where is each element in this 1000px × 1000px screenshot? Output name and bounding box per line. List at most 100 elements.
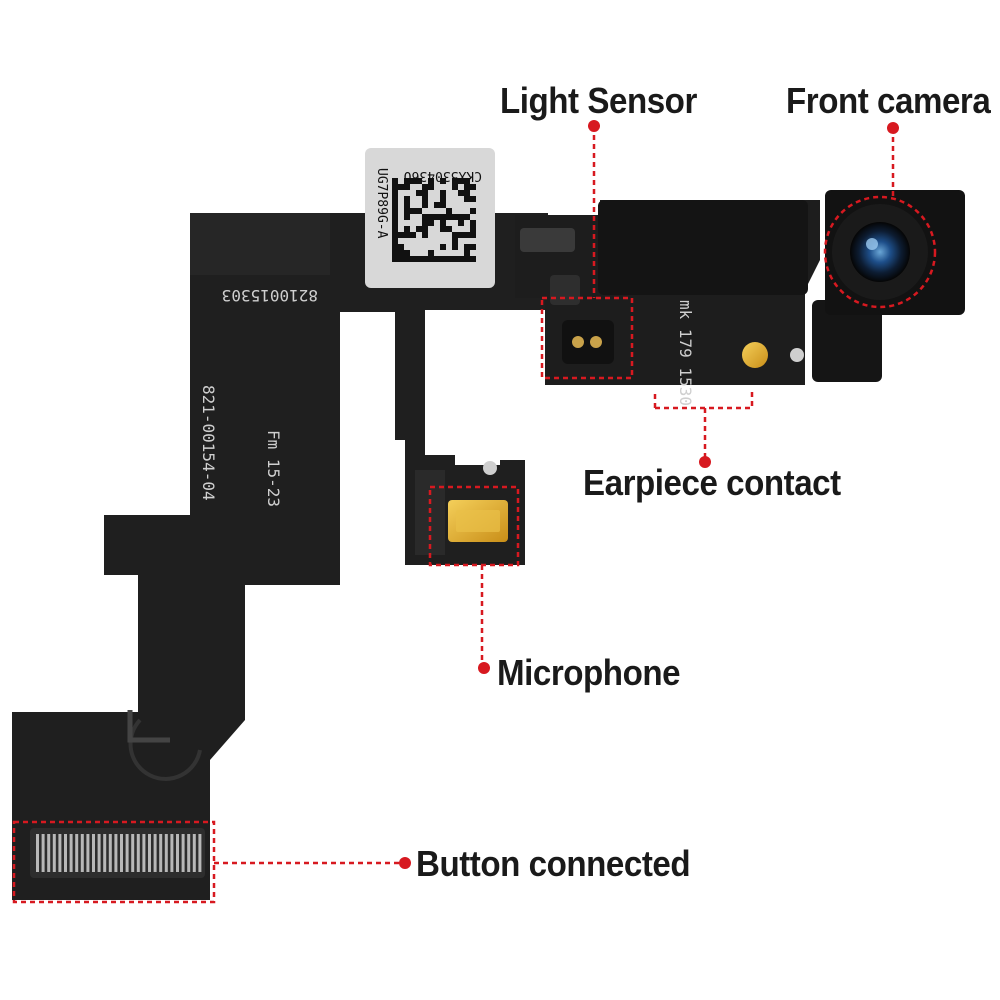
earpiece-contact-pad bbox=[742, 342, 768, 368]
datamatrix-cell bbox=[392, 256, 398, 262]
datamatrix-cell bbox=[392, 214, 398, 220]
datamatrix-cell bbox=[458, 178, 464, 184]
datamatrix-cell bbox=[398, 244, 404, 250]
datamatrix-cell bbox=[392, 190, 398, 196]
pcb-marking-date: Fm 15-23 bbox=[264, 430, 283, 507]
button-connected-label: Button connected bbox=[416, 843, 691, 884]
datamatrix-cell bbox=[392, 208, 398, 214]
datamatrix-cell bbox=[446, 214, 452, 220]
datamatrix-cell bbox=[392, 238, 398, 244]
microphone-leader bbox=[480, 565, 484, 667]
datamatrix-cell bbox=[428, 214, 434, 220]
datamatrix-cell bbox=[404, 232, 410, 238]
light-sensor-box bbox=[540, 296, 634, 380]
datamatrix-cell bbox=[470, 184, 476, 190]
datamatrix-cell bbox=[404, 250, 410, 256]
earpiece-bracket bbox=[653, 390, 754, 410]
datamatrix-cell bbox=[422, 256, 428, 262]
connector-pin bbox=[103, 834, 107, 872]
connector-pin bbox=[86, 834, 90, 872]
datamatrix-cell bbox=[428, 256, 434, 262]
datamatrix-cell bbox=[470, 244, 476, 250]
pcb-marking-top: 821001530З bbox=[222, 286, 318, 305]
datamatrix-cell bbox=[452, 178, 458, 184]
connector-pin bbox=[97, 834, 101, 872]
datamatrix-cell bbox=[422, 232, 428, 238]
datamatrix-cell bbox=[464, 178, 470, 184]
datamatrix-cell bbox=[464, 196, 470, 202]
microphone-label: Microphone bbox=[497, 652, 681, 693]
lens-glass bbox=[850, 222, 910, 282]
microphone-box bbox=[428, 485, 520, 567]
datamatrix-cell bbox=[452, 256, 458, 262]
datamatrix-cell bbox=[464, 232, 470, 238]
datamatrix-cell bbox=[416, 256, 422, 262]
callout-dots bbox=[399, 120, 899, 869]
connector-pin bbox=[164, 834, 168, 872]
light-sensor bbox=[562, 320, 614, 364]
datamatrix-cell bbox=[440, 220, 446, 226]
datamatrix-cell bbox=[446, 208, 452, 214]
connector-pin bbox=[92, 834, 95, 872]
datamatrix-cell bbox=[392, 226, 398, 232]
front-camera-dot bbox=[887, 122, 899, 134]
connector-pin bbox=[47, 834, 51, 872]
lens-glare bbox=[866, 238, 878, 250]
pcb-marking-sensor: mk 179 1530 bbox=[676, 300, 695, 406]
connector-pin bbox=[36, 834, 39, 872]
datamatrix-cell bbox=[470, 226, 476, 232]
connector-pin-row bbox=[36, 834, 202, 872]
connector-pin bbox=[187, 834, 191, 872]
datamatrix-cell bbox=[440, 244, 446, 250]
datamatrix-cell bbox=[434, 214, 440, 220]
datamatrix-cell bbox=[422, 190, 428, 196]
datamatrix-cell bbox=[428, 220, 434, 226]
datamatrix-cell bbox=[440, 190, 446, 196]
earpiece-contact-label: Earpiece contact bbox=[583, 462, 841, 503]
connector-pin bbox=[142, 834, 146, 872]
datamatrix-cell bbox=[452, 244, 458, 250]
connector-pin bbox=[125, 834, 129, 872]
datamatrix-cell bbox=[404, 184, 410, 190]
datamatrix-cell bbox=[464, 190, 470, 196]
datamatrix-cell bbox=[428, 184, 434, 190]
datamatrix-icon bbox=[392, 178, 476, 262]
connector-dot bbox=[399, 857, 411, 869]
datamatrix-cell bbox=[464, 256, 470, 262]
datamatrix-cell bbox=[422, 226, 428, 232]
datamatrix-cell bbox=[422, 202, 428, 208]
datamatrix-cell bbox=[404, 226, 410, 232]
datamatrix-cell bbox=[452, 184, 458, 190]
datamatrix-cell bbox=[458, 256, 464, 262]
datamatrix-cell bbox=[470, 196, 476, 202]
datamatrix-cell bbox=[422, 196, 428, 202]
microphone-grill bbox=[456, 510, 500, 532]
sensor-dot bbox=[590, 336, 602, 348]
earpiece-dot bbox=[699, 456, 711, 468]
datamatrix-cell bbox=[422, 214, 428, 220]
datamatrix-cell bbox=[458, 232, 464, 238]
datamatrix-cell bbox=[398, 250, 404, 256]
flex-tab bbox=[190, 213, 330, 275]
datamatrix-cell bbox=[464, 244, 470, 250]
flex-mark bbox=[127, 710, 170, 743]
earpiece-block bbox=[598, 200, 808, 295]
datamatrix-cell bbox=[458, 190, 464, 196]
datamatrix-cell bbox=[434, 202, 440, 208]
datamatrix-cell bbox=[416, 226, 422, 232]
datamatrix-cell bbox=[470, 220, 476, 226]
datamatrix-cell bbox=[392, 244, 398, 250]
connector-pin bbox=[75, 834, 79, 872]
flex-cable-body bbox=[12, 213, 548, 900]
connector-pin bbox=[69, 834, 73, 872]
connector-pin bbox=[131, 834, 135, 872]
datamatrix-cell bbox=[470, 208, 476, 214]
datamatrix-cell bbox=[452, 214, 458, 220]
connector-box bbox=[12, 820, 216, 904]
datamatrix-cell bbox=[416, 208, 422, 214]
connector-pin bbox=[159, 834, 163, 872]
mount-hole bbox=[790, 348, 804, 362]
datamatrix-cell bbox=[392, 250, 398, 256]
connector-pin bbox=[114, 834, 118, 872]
